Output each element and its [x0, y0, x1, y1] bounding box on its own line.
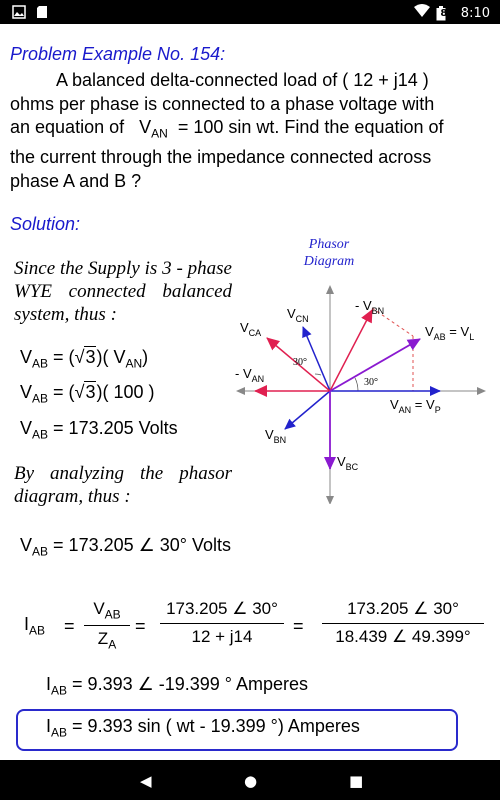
equals-2: =: [135, 616, 146, 636]
vector-vca-red: [266, 337, 331, 392]
problem-line-5: phase A and B ?: [10, 170, 142, 191]
label-neg-van: - VAN: [235, 366, 264, 384]
vector-neg-vbn: [329, 309, 373, 392]
equation-vab-3: VAB = 173.205 Volts: [20, 418, 178, 442]
analyze-text: By analyzing the phasor diagram, thus :: [14, 463, 232, 507]
label-vbc: VBC: [337, 454, 359, 472]
equals-3: =: [293, 616, 304, 636]
angle-arc-1: [314, 373, 322, 376]
document-view[interactable]: Problem Example No. 154: A balanced delt…: [0, 24, 500, 760]
home-button[interactable]: ●: [244, 772, 258, 790]
fraction-step-3: 173.205 ∠ 30° 18.439 ∠ 49.399°: [322, 599, 484, 647]
problem-line-2: ohms per phase is connected to a phase v…: [10, 93, 435, 114]
vector-vab: [329, 338, 421, 392]
fraction-step-2: 173.205 ∠ 30° 12 + j14: [160, 599, 284, 647]
wifi-icon: [413, 4, 430, 22]
gallery-icon: [12, 5, 26, 24]
iab-lhs: IAB: [24, 614, 46, 638]
equation-iab-sin: IAB = 9.393 sin ( wt - 19.399 °) Amperes: [46, 716, 360, 740]
fraction-vab-over-za: VAB ZA: [84, 599, 130, 652]
equation-vab-1: VAB = (√3)( VAN): [20, 346, 149, 371]
solution-label: Solution:: [10, 214, 81, 234]
label-vbn: VBN: [265, 427, 286, 445]
solution-intro: Since the Supply is 3 - phase WYE connec…: [14, 258, 232, 325]
sd-card-icon: [36, 5, 48, 24]
dashed-guide-1: [371, 307, 414, 337]
equation-vab-2: VAB = (√3)( 100 ): [20, 381, 155, 406]
angle-arc-2: [354, 377, 359, 392]
label-neg-vbn: - VBN: [355, 298, 384, 316]
equation-vab-polar: VAB = 173.205 ∠ 30° Volts: [20, 535, 232, 559]
answer-box: [16, 709, 458, 751]
clock: 8:10: [460, 5, 490, 21]
phasor-diagram: Phasor Diagram VCA VCN - VBN VAB = VL: [235, 237, 486, 504]
label-van: VAN = VP: [390, 397, 441, 415]
equals-1: =: [64, 616, 75, 636]
back-button[interactable]: ◀: [140, 772, 152, 790]
phasor-title-line-2: Diagram: [303, 254, 355, 269]
problem-line-3: an equation of VAN = 100 sin wt. Find th…: [10, 117, 444, 141]
vector-vcn: [302, 326, 331, 392]
problem-line-4: the current through the impedance connec…: [10, 147, 432, 168]
problem-text: A balanced delta-connected load of ( 12 …: [10, 69, 488, 193]
equation-iab-polar: IAB = 9.393 ∠ -19.399 ° Amperes: [46, 674, 309, 698]
label-angle-2: 30°: [364, 377, 378, 388]
label-angle-1: 30°: [293, 357, 307, 368]
battery-level: 8: [440, 7, 448, 19]
nav-bar: ◀ ● ■: [0, 760, 500, 800]
phasor-title-line-1: Phasor: [308, 237, 350, 252]
label-vca: VCA: [240, 320, 261, 338]
battery-icon: [436, 5, 446, 21]
vector-vbn: [284, 390, 331, 430]
status-bar: 8 8:10: [0, 0, 500, 24]
recents-button[interactable]: ■: [349, 772, 364, 790]
label-vcn: VCN: [287, 306, 309, 324]
problem-title: Problem Example No. 154:: [10, 44, 226, 64]
label-vab: VAB = VL: [425, 324, 474, 342]
problem-line-1: A balanced delta-connected load of ( 12 …: [56, 70, 429, 90]
